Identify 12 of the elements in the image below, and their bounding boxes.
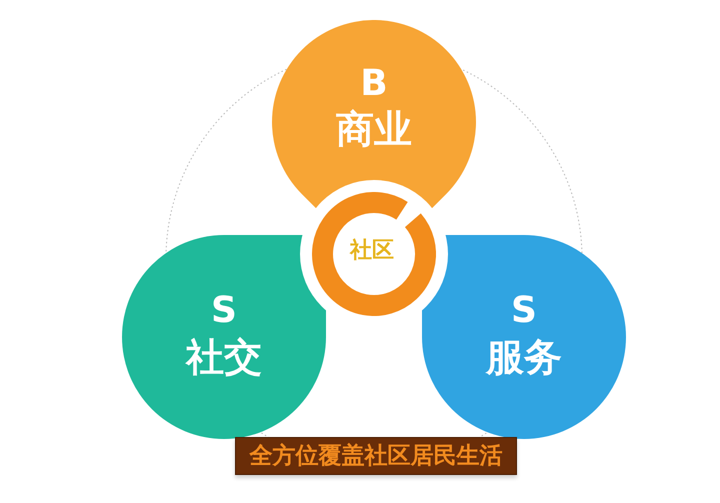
- ring-shape: [312, 192, 436, 316]
- teardrop-shape: [122, 235, 326, 439]
- category-label: 服务: [486, 338, 562, 376]
- letter-label: B: [360, 66, 388, 102]
- center-label: 社区: [350, 240, 394, 262]
- letter-label: S: [211, 293, 237, 329]
- teardrop-shape: [272, 20, 476, 208]
- teardrop-shape: [422, 235, 626, 439]
- category-label: 社交: [186, 338, 262, 376]
- letter-label: S: [511, 293, 537, 329]
- banner: 全方位覆盖社区居民生活: [235, 437, 517, 475]
- category-label: 商业: [336, 110, 412, 148]
